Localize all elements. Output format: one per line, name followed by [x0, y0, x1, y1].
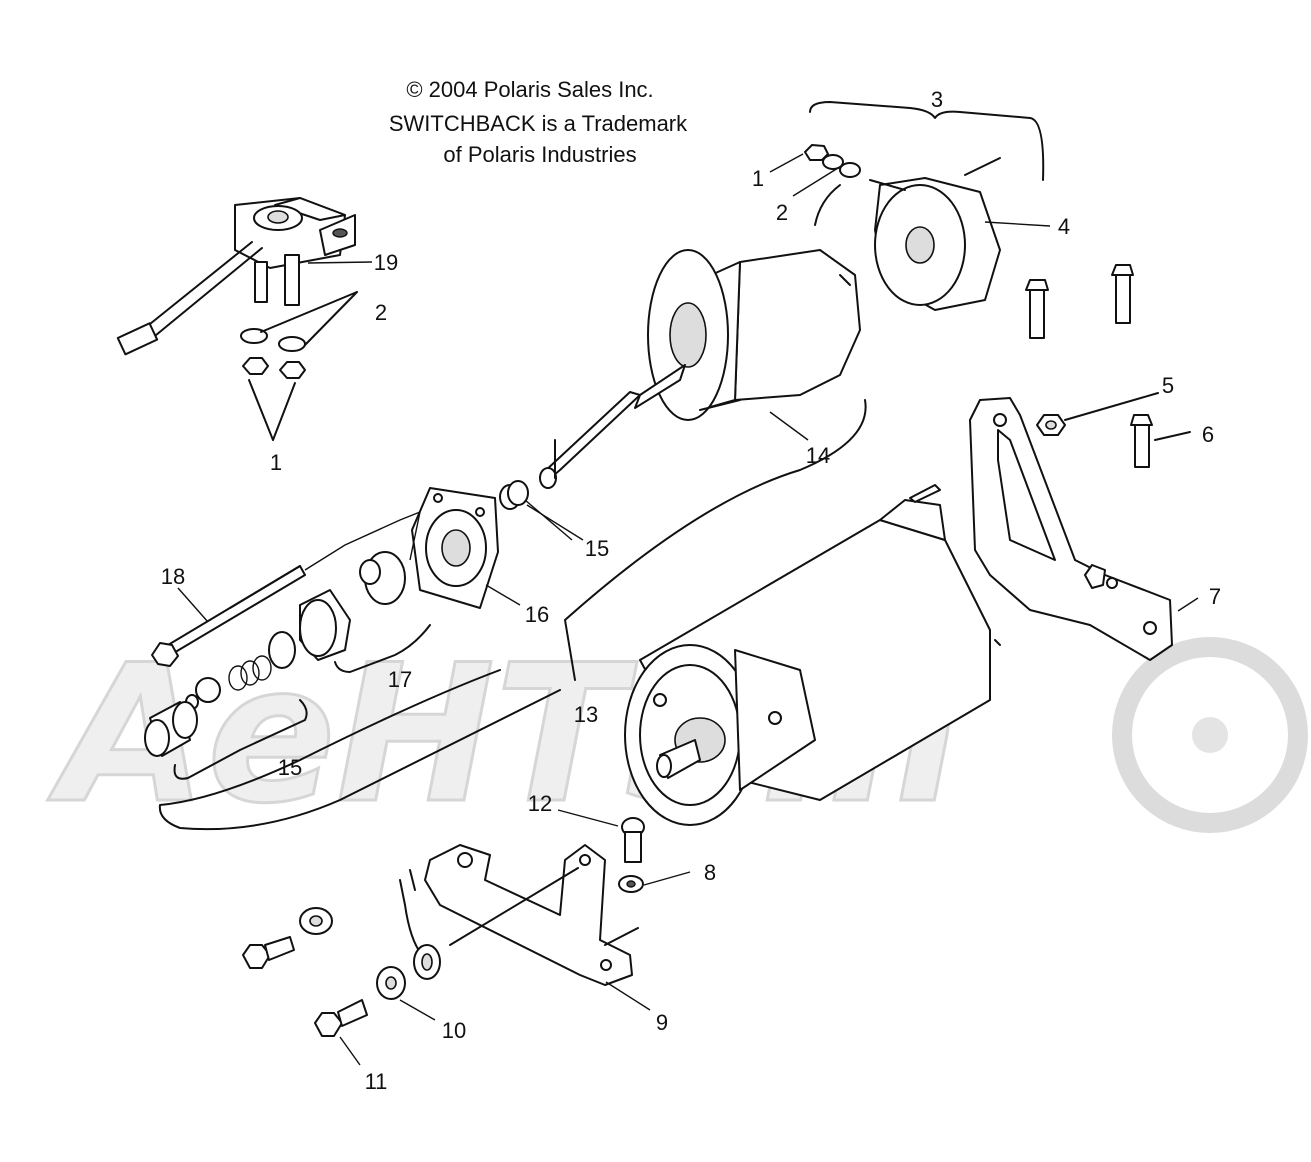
callout-11: 11 [365, 1069, 388, 1094]
callout-1-left: 1 [270, 450, 282, 475]
callout-13: 13 [574, 702, 598, 727]
solenoid [116, 197, 356, 356]
motor-group-bracket [158, 669, 561, 831]
lower-hardware [242, 907, 406, 1037]
lower-spacer [144, 677, 308, 780]
upper-washers [499, 480, 529, 510]
callout-2-top: 2 [776, 200, 788, 225]
callout-14: 14 [806, 443, 830, 468]
callout-3: 3 [931, 87, 943, 112]
callout-19: 19 [374, 250, 398, 275]
callout-10: 10 [442, 1018, 466, 1043]
callout-4: 4 [1058, 214, 1070, 239]
callout-leaders [177, 153, 1199, 1066]
mounting-flange [359, 487, 499, 609]
copyright-block: © 2004 Polaris Sales Inc. SWITCHBACK is … [389, 77, 688, 167]
end-cap-assembly [804, 101, 1045, 311]
pinion-gear-set [228, 589, 431, 691]
callout-15-lower: 15 [278, 755, 302, 780]
copyright-line-1: © 2004 Polaris Sales Inc. [406, 77, 653, 102]
callout-5: 5 [1162, 373, 1174, 398]
solenoid-hardware [240, 291, 358, 441]
callout-9: 9 [656, 1010, 668, 1035]
armature [539, 249, 867, 681]
starter-motor-housing [624, 484, 1001, 826]
callout-7: 7 [1209, 584, 1221, 609]
callout-6: 6 [1202, 422, 1214, 447]
mounting-bracket [969, 397, 1173, 661]
callout-15-upper: 15 [585, 536, 609, 561]
callout-18: 18 [161, 564, 185, 589]
bracket-hardware [1025, 264, 1191, 468]
lower-bracket [399, 844, 639, 986]
callout-labels: 3 1 2 4 19 2 5 6 14 1 15 18 7 16 17 13 1… [161, 87, 1221, 1094]
callout-2-left: 2 [375, 300, 387, 325]
callout-17: 17 [388, 667, 412, 692]
callout-1-top: 1 [752, 166, 764, 191]
through-bolt [151, 511, 421, 667]
callout-12: 12 [528, 791, 552, 816]
copyright-line-2: SWITCHBACK is a Trademark [389, 111, 688, 136]
callout-16: 16 [525, 602, 549, 627]
bolt-and-washer-12-8 [618, 817, 645, 893]
callout-8: 8 [704, 860, 716, 885]
copyright-line-3: of Polaris Industries [443, 142, 636, 167]
